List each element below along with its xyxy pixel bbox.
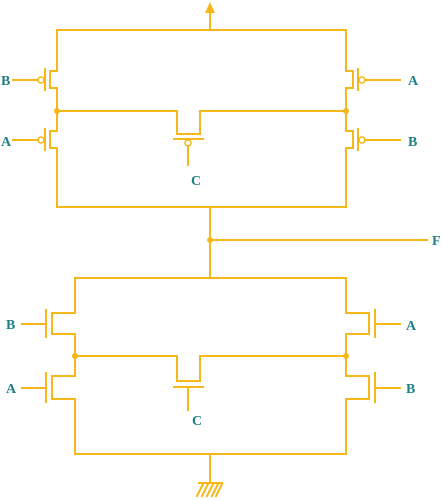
nmos-left-bottom [21, 372, 76, 403]
label-bottom-left-b: B [6, 318, 15, 333]
bridge-wire [56, 110, 347, 135]
label-top-center-c: C [191, 174, 201, 189]
label-bottom-right-a: A [406, 319, 417, 334]
label-bottom-center-c: C [192, 414, 202, 429]
pmos-right-top [345, 68, 401, 91]
label-output-f: F [432, 234, 441, 249]
nmos-right-top [345, 309, 401, 338]
pmos-left-bottom [12, 128, 58, 151]
output-node [207, 206, 428, 279]
label-top-left-b: B [1, 74, 10, 89]
top-bottom-rail [56, 147, 347, 208]
nmos-left-top [21, 309, 76, 338]
nmos-right-bottom [345, 372, 401, 403]
label-top-right-a: A [408, 74, 419, 89]
ground-symbol [195, 453, 224, 498]
bottom-bridge-wire [74, 355, 347, 382]
pull-down-network [21, 277, 401, 455]
label-bottom-left-a: A [6, 382, 17, 397]
pmos-center [173, 138, 204, 166]
label-bottom-right-b: B [406, 382, 415, 397]
label-top-right-b: B [408, 135, 417, 150]
pull-up-network [12, 29, 401, 208]
pmos-right-bottom [345, 128, 401, 151]
label-top-left-a: A [1, 135, 12, 150]
bottom-top-rail [74, 277, 347, 314]
top-rail [56, 29, 347, 72]
pmos-left-top [12, 68, 58, 91]
nmos-center [173, 386, 204, 411]
bottom-rail [74, 398, 347, 455]
supply-arrow [205, 2, 215, 31]
